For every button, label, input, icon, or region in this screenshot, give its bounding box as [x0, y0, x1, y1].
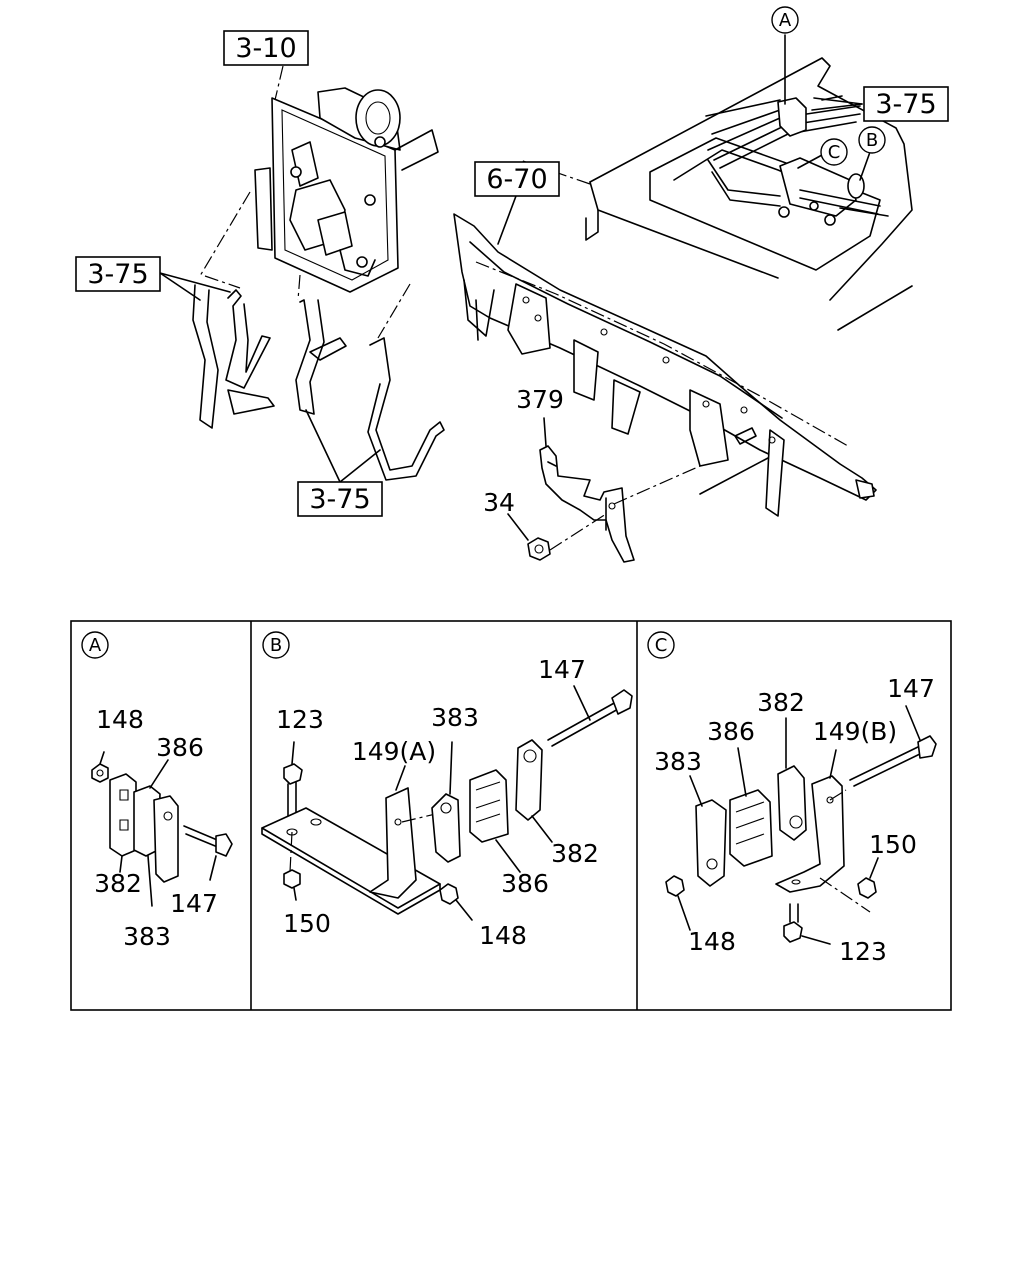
- detail-panel-c: C: [647, 631, 937, 945]
- callout-3-10[interactable]: 3-10: [223, 30, 309, 66]
- panel-b-label-149a: 149(A): [352, 737, 436, 766]
- panel-b-label-148: 148: [479, 921, 527, 950]
- marker-c-top[interactable]: C: [820, 138, 848, 166]
- panel-a-label-147: 147: [170, 889, 218, 918]
- detail-panel-a: A: [81, 631, 233, 907]
- panel-a-label-148: 148: [96, 705, 144, 734]
- panel-c-label-382: 382: [757, 688, 805, 717]
- control-assembly-drawing: [159, 65, 445, 483]
- callout-3-75-left[interactable]: 3-75: [75, 256, 161, 292]
- panel-b-label-382: 382: [551, 839, 599, 868]
- panel-b-label-150: 150: [283, 909, 331, 938]
- panel-a-label-383: 383: [123, 922, 171, 951]
- panel-b-marker: B: [262, 631, 290, 659]
- panel-a-marker: A: [81, 631, 109, 659]
- part-label-34: 34: [483, 488, 515, 517]
- callout-3-75-bottom-label: 3-75: [309, 484, 370, 515]
- panel-c-marker-label: C: [655, 635, 668, 656]
- panel-c-label-150: 150: [869, 830, 917, 859]
- panel-c-label-123: 123: [839, 937, 887, 966]
- callout-6-70[interactable]: 6-70: [474, 161, 560, 197]
- panel-b-marker-label: B: [270, 635, 282, 656]
- callout-3-75-right-label: 3-75: [875, 89, 936, 120]
- detail-panels-frame: [70, 620, 952, 1011]
- panel-c-label-148: 148: [688, 927, 736, 956]
- panel-a-label-386: 386: [156, 733, 204, 762]
- part-label-379: 379: [516, 385, 564, 414]
- callout-3-10-label: 3-10: [235, 33, 296, 64]
- callout-3-75-left-label: 3-75: [87, 259, 148, 290]
- marker-c-top-label: C: [828, 142, 841, 163]
- detail-panel-b: B: [261, 631, 633, 921]
- panel-b-label-383: 383: [431, 703, 479, 732]
- panel-c-marker: C: [647, 631, 675, 659]
- panel-b-label-386: 386: [501, 869, 549, 898]
- marker-b-top[interactable]: B: [858, 126, 886, 154]
- marker-b-top-label: B: [866, 130, 878, 151]
- callout-3-75-bottom[interactable]: 3-75: [297, 481, 383, 517]
- panel-c-label-149b: 149(B): [813, 717, 897, 746]
- panel-c-label-386: 386: [707, 717, 755, 746]
- panel-b-label-147: 147: [538, 655, 586, 684]
- callout-6-70-label: 6-70: [486, 164, 547, 195]
- panel-c-label-147: 147: [887, 674, 935, 703]
- callout-3-75-right[interactable]: 3-75: [863, 86, 949, 122]
- panel-a-label-382: 382: [94, 869, 142, 898]
- panel-a-marker-label: A: [89, 635, 102, 656]
- panel-c-label-383: 383: [654, 747, 702, 776]
- frame-crossmember-drawing: [453, 34, 913, 563]
- marker-a-top-label: A: [779, 10, 792, 31]
- panel-b-label-123: 123: [276, 705, 324, 734]
- marker-a-top[interactable]: A: [771, 6, 799, 34]
